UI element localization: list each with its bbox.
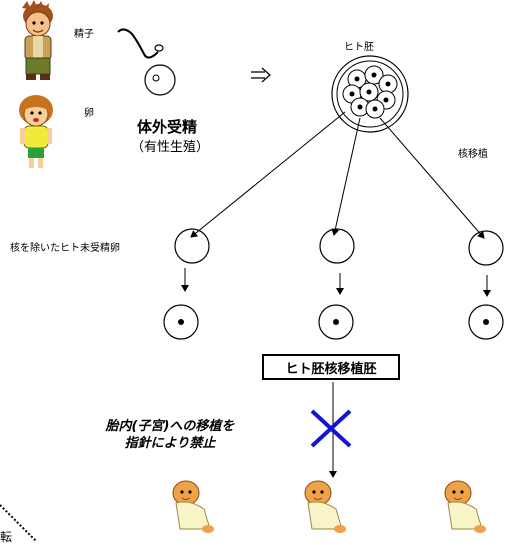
prohibition-line-1: 胎内(子宮)への移植を <box>105 419 235 434</box>
girl-figure-icon <box>19 95 53 168</box>
baby-icon <box>304 480 346 533</box>
nt-embryo-box: ヒト胚核移植胚 <box>262 354 400 380</box>
embryo-icon <box>331 55 409 133</box>
prohibit-x-icon <box>310 409 352 448</box>
prohibition-line-2: 指針により禁止 <box>124 436 216 451</box>
baby-icon <box>172 480 214 533</box>
sperm-label: 精子 <box>74 29 94 40</box>
nt-egg-center <box>318 304 354 340</box>
boy-figure-icon <box>22 0 53 80</box>
sperm-icon <box>117 28 159 59</box>
enucleated-egg-label: 核を除いたヒト未受精卵 <box>10 243 120 254</box>
dotted-divider <box>0 504 37 541</box>
enucleated-egg-left <box>174 228 210 264</box>
egg-cell-icon <box>144 64 176 96</box>
baby-icon <box>444 480 486 533</box>
prohibition-note: 胎内(子宮)への移植を 指針により禁止 <box>60 418 280 452</box>
human-embryo-label: ヒト胚 <box>344 42 374 53</box>
edge-fragment: 転 <box>0 530 13 544</box>
sexual-reproduction-label: （有性生殖） <box>131 140 210 155</box>
enucleated-egg-right <box>468 230 504 266</box>
nt-egg-right <box>468 304 504 340</box>
enucleated-egg-center <box>319 228 355 264</box>
nuclear-transfer-label: 核移植 <box>458 149 488 160</box>
egg-label: 卵 <box>84 108 94 119</box>
nt-egg-left <box>163 304 199 340</box>
ivf-label: 体外受精 <box>137 118 198 136</box>
right-double-arrow-icon <box>251 67 271 83</box>
